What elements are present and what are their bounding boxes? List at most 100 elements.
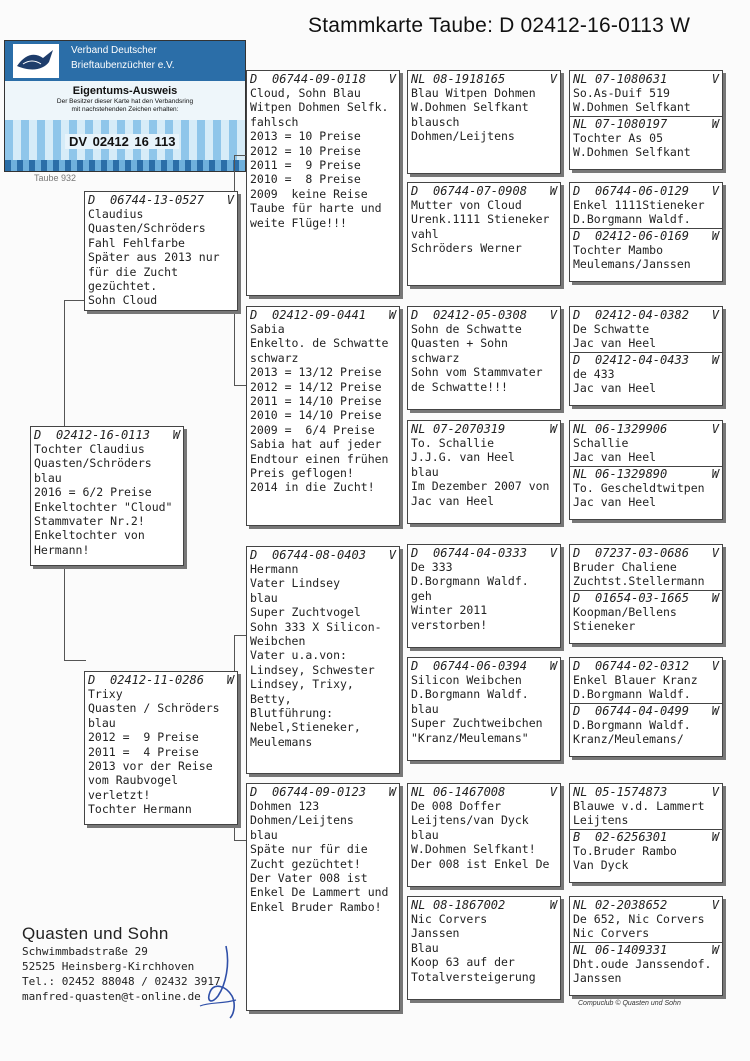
pigeon-info-line: Vater Lindsey	[250, 576, 341, 591]
pigeon-info-line: Meulemans	[250, 734, 313, 749]
pigeon-info-line: 2012 = 10 Preise	[250, 143, 361, 158]
pair-divider	[570, 115, 722, 117]
ring-number: 02412-04-0433	[595, 352, 689, 367]
pigeon-info-line: Meulemans/Janssen	[573, 257, 691, 272]
sex-code: W	[711, 590, 719, 605]
pigeon-info-line: blau	[411, 827, 439, 842]
card-subtext-2: mit nachstehenden Zeichen erhalten:	[71, 106, 179, 113]
pigeon-info-line: Dht.oude Janssendof.	[573, 956, 712, 971]
country-code: D	[411, 308, 419, 322]
pigeon-info-line: Lindsey, Schwester	[250, 662, 375, 677]
pigeon-info-line: Endtour einen frühen	[250, 451, 389, 466]
pigeon-info-line: Vater u.a.von:	[250, 648, 347, 663]
sex-code: V	[226, 193, 234, 207]
pigeon-info-line: Preis geflogen!	[250, 466, 354, 481]
country-code: D	[88, 673, 96, 687]
country-code: NL	[573, 898, 588, 912]
pigeon-info-line: für die Zucht	[88, 264, 179, 279]
pigeon-info-line: 2011 = 14/10 Preise	[250, 394, 382, 409]
ring-number: 07-2070319	[433, 422, 506, 436]
ring-number: 07-1080631	[595, 72, 668, 86]
pigeon-info-line: vahl	[411, 226, 439, 241]
country-code: D	[411, 546, 419, 560]
pigeon-info-line: schwarz	[411, 350, 460, 365]
pigeon-info-line: 2013 = 10 Preise	[250, 129, 361, 144]
pigeon-info-line: 2016 = 6/2 Preise	[34, 485, 152, 500]
pigeon-info-line: Janssen	[573, 971, 622, 986]
connector-line	[64, 300, 86, 301]
country-code: D	[573, 352, 581, 367]
ring-number: 06744-13-0527	[110, 193, 204, 207]
sex-code: V	[549, 785, 557, 799]
card-bottom-band	[5, 160, 245, 171]
signature-icon	[199, 945, 237, 1019]
pigeon-info-line: Urenk.1111 Stieneker	[411, 212, 550, 227]
pigeon-info-line: Koop 63 auf der	[411, 955, 515, 970]
pigeon-info-line: Quasten/Schröders	[34, 456, 152, 471]
breeder-street: Schwimmbadstraße 29	[22, 945, 148, 958]
pigeon-info-line: Silicon Weibchen	[411, 673, 522, 687]
sex-code: W	[549, 898, 557, 912]
pigeon-info-line: Jac van Heel	[573, 495, 657, 510]
country-code: NL	[411, 785, 426, 799]
ring-number: 01654-03-1665	[595, 590, 689, 605]
sex-code: V	[711, 546, 719, 560]
pigeon-info-line: weite Flüge!!!	[250, 215, 347, 230]
pigeon-info-line: Nic Corvers	[411, 912, 488, 926]
pigeon-info-line: 2009 = 6/4 Preise	[250, 422, 375, 437]
sex-code: W	[172, 428, 180, 442]
pigeon-info-line: Jac van Heel	[573, 381, 657, 396]
pair-divider	[570, 828, 722, 830]
pigeon-logo-icon	[13, 44, 59, 78]
card-subtext-1: Der Besitzer dieser Karte hat den Verban…	[56, 98, 194, 105]
pigeon-info-line: D.Borgmann Waldf.	[573, 717, 691, 732]
ring-number: 02412-16-0113	[56, 428, 150, 442]
breeder-email: manfred-quasten@t-online.de	[22, 990, 201, 1003]
pigeon-info-line: Tochter Mambo	[573, 242, 664, 257]
sex-code: W	[711, 466, 719, 481]
pigeon-info-line: Koopman/Bellens	[573, 604, 677, 619]
pigeon-info-line: D.Borgmann Waldf.	[573, 212, 691, 227]
sex-code: W	[711, 116, 719, 131]
pigeon-info-line: Enkel Blauer Kranz	[573, 673, 698, 687]
pigeon-info-line: blau	[411, 701, 439, 716]
partial-text: Taube 932	[34, 173, 77, 183]
sex-code: W	[711, 703, 719, 718]
pigeon-info-line: Betty,	[250, 691, 292, 706]
pigeon-info-line: Nic Corvers	[573, 926, 650, 941]
card-subtext: Der Besitzer dieser Karte hat den Verban…	[5, 98, 245, 114]
page-title: Stammkarte Taube: D 02412-16-0113 W	[308, 14, 691, 37]
card-heading: Eigentums-Ausweis	[72, 85, 178, 97]
pigeon-info-line: Sabia hat auf jeder	[250, 437, 382, 452]
ring-number: 07237-03-0686	[595, 546, 689, 560]
sex-code: W	[549, 659, 557, 673]
pigeon-info-line: de 433	[573, 366, 615, 381]
pigeon-info-line: Enkeltochter "Cloud"	[34, 499, 173, 514]
